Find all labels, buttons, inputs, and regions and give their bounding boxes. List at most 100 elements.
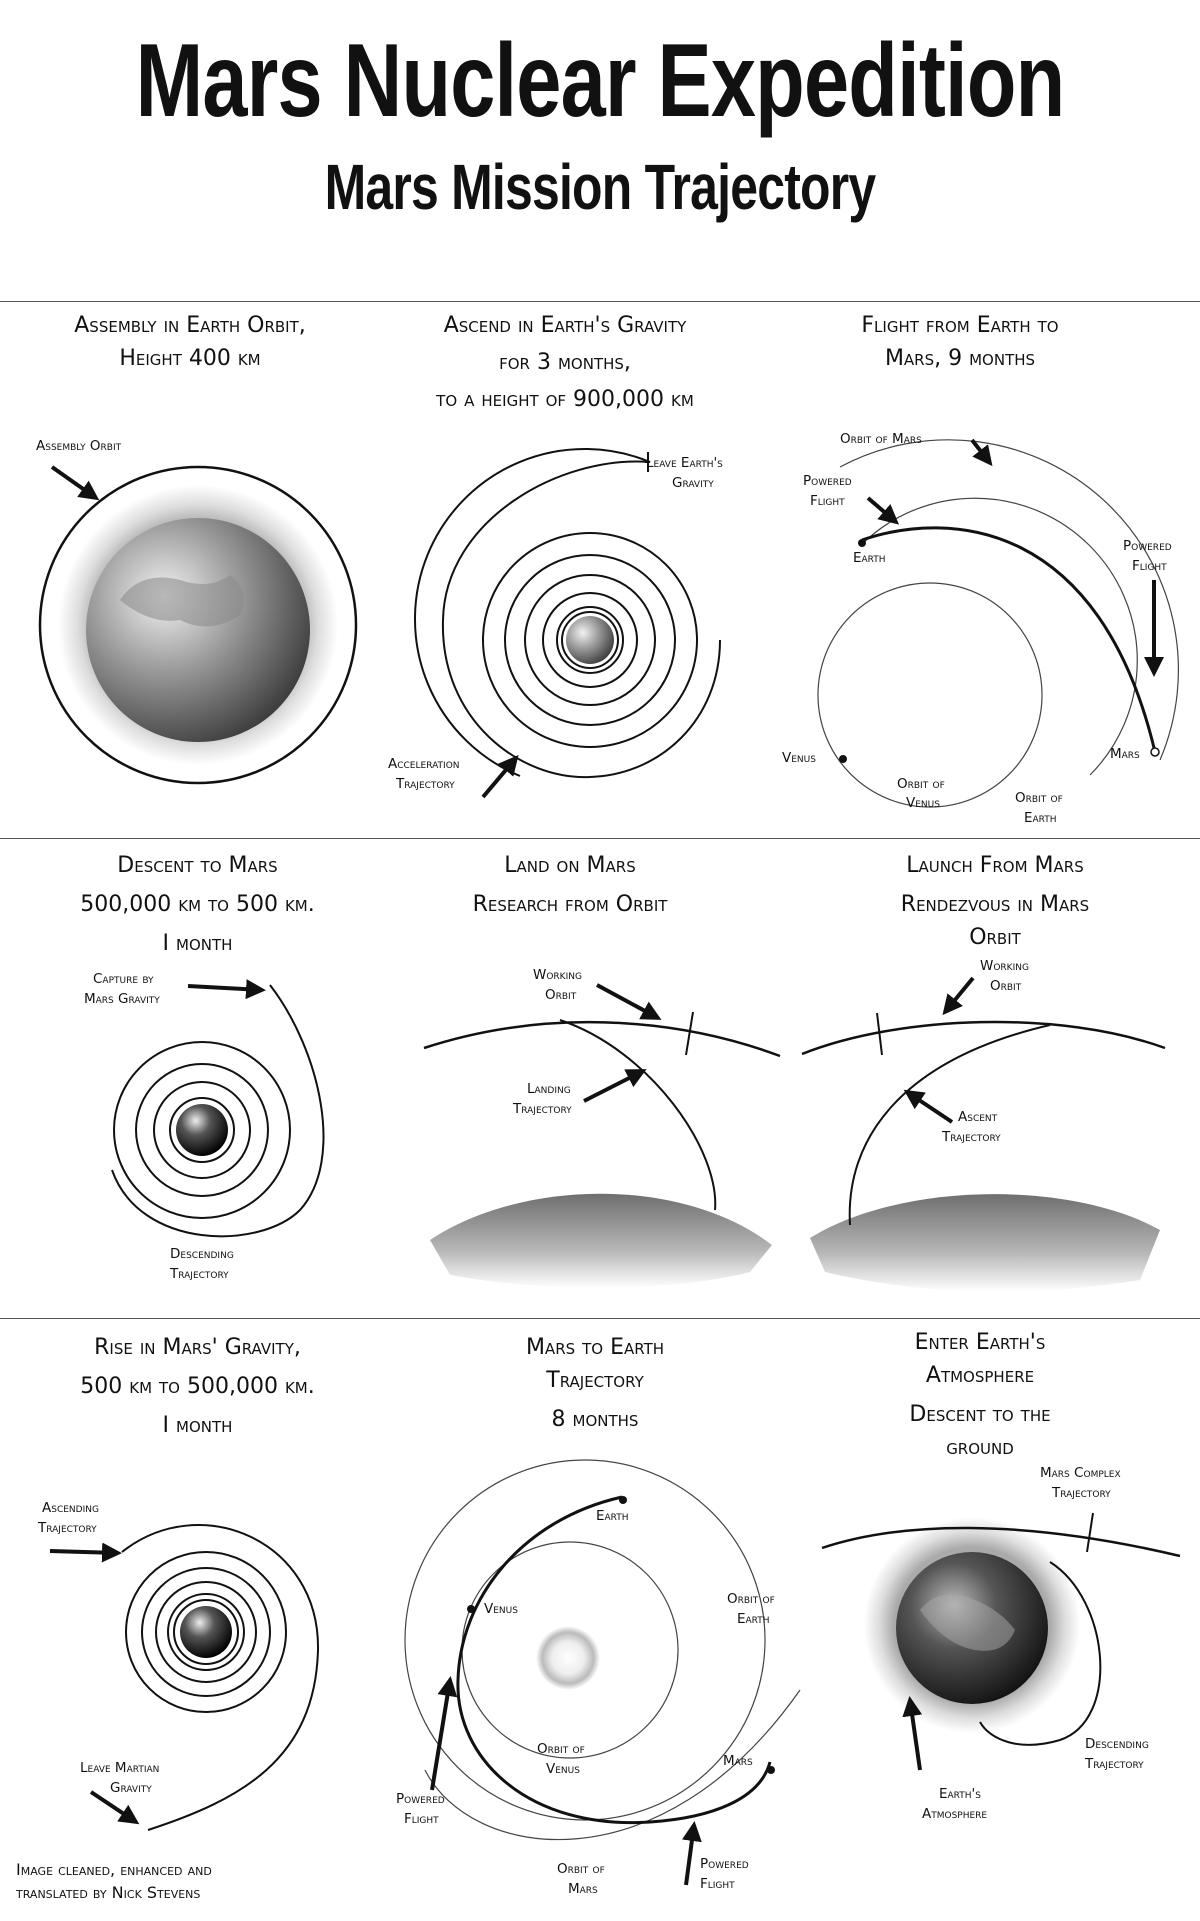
label-powered-r1: Powered [700,1856,749,1872]
label-asc-2: Trajectory [37,1520,97,1536]
label-powered-2: Flight [404,1811,439,1827]
label-leave-1: Leave Earth's [646,455,723,471]
panel-6-art: Working Orbit Ascent Trajectory [801,958,1166,1292]
orbit-tick [876,1012,883,1056]
label-orbit-mars: Orbit of Mars [840,431,922,447]
mars-ball [176,1104,228,1156]
spiral-ring [113,1041,291,1219]
label-orbit-venus-2: Venus [906,795,940,811]
venus-dot [467,1605,475,1613]
arrow-powered-flight [866,496,900,525]
mars-surface [810,1194,1160,1292]
spiral-ring [135,1063,269,1197]
assembly-orbit [38,465,358,785]
continent [920,1594,1015,1651]
earth-dot [619,1496,627,1504]
descending-trajectory [979,1561,1102,1746]
arrow-powered-left [430,1676,458,1791]
working-orbit [801,1020,1166,1056]
label-mars: Mars [723,1753,753,1769]
label-orbit-venus-1: Orbit of [537,1741,585,1757]
panel-2-art: Leave Earth's Gravity Acceleration Traje… [388,448,723,799]
spiral-ring [155,1581,257,1683]
venus-dot [839,755,847,763]
spiral-ring [561,611,619,669]
label-powered-r2: Flight [1132,558,1167,574]
spiral-ring [542,592,638,688]
label-powered-2: Flight [810,493,845,509]
orbit-tick [685,1011,694,1056]
arrow-atmosphere [902,1696,923,1771]
spiral-ring [141,1567,271,1697]
label-venus: Venus [484,1601,518,1617]
label-work-1: Working [533,967,582,983]
label-asc-1: Ascending [42,1500,99,1516]
sub-title: Mars Mission Trajectory [324,151,877,223]
arrow-working [942,976,975,1016]
orbit-mars [839,439,1179,761]
panel-8-art: Earth Venus Orbit of Earth Orbit of Venu… [396,1459,801,1897]
spiral-ring [153,1081,251,1179]
sun [536,1626,600,1690]
label-leave-2: Gravity [110,1780,152,1796]
outer-spiral [441,460,721,779]
label-atm-2: Atmosphere [922,1806,987,1822]
arrow-assembly-orbit [50,465,100,501]
label-accel-1: Acceleration [388,756,460,772]
label-earth: Earth [853,550,886,566]
label-orbit-venus-1: Orbit of [897,776,945,792]
label-accel-2: Trajectory [395,776,455,792]
mars-ball [180,1606,232,1658]
ascent-trajectory [848,1024,1051,1226]
descending-trajectory [111,984,325,1238]
label-desc-2: Trajectory [1084,1756,1144,1772]
label-capture-1: Capture by [93,971,154,987]
row-divider-3 [0,1318,1200,1319]
panel-9-art: Mars Complex Trajectory Descending Traje… [821,1465,1181,1822]
earth-dot [858,539,866,547]
label-powered-r2: Flight [700,1876,735,1892]
label-work-1: Working [980,958,1029,974]
mars-dot [767,1766,775,1774]
panel-5-art: Working Orbit Landing Trajectory [423,967,781,1288]
label-desc-2: Trajectory [169,1266,229,1282]
label-orbit-earth-1: Orbit of [727,1591,775,1607]
panel-7-heading: Rise in Mars' Gravity,500 km to 500,000 … [80,1335,315,1438]
label-leave-2: Gravity [672,475,714,491]
continent [120,575,244,627]
arrow-ascending [49,1542,122,1563]
spiral-ring [169,1097,235,1163]
landing-trajectory [559,1019,717,1211]
trajectory-tick [1086,1512,1094,1553]
working-orbit [423,1020,781,1058]
label-asc-2: Trajectory [941,1129,1001,1145]
arrow-landing [583,1069,647,1103]
panel-3-art: Orbit of Mars Powered Flight Earth Power… [782,431,1179,826]
label-desc-1: Descending [170,1246,234,1262]
label-land-2: Trajectory [512,1101,572,1117]
label-work-2: Orbit [545,987,577,1003]
label-leave-1: Leave Martian [80,1760,159,1776]
label-asc-1: Ascent [958,1109,998,1125]
arrow-leave [89,1790,140,1825]
mars-dot [1150,747,1160,757]
label-complex-1: Mars Complex [1040,1465,1121,1481]
panel-7-art: Ascending Trajectory Leave Martian Gravi… [37,1500,320,1831]
ascending-trajectory [121,1524,320,1831]
arrow-powered-right [681,1821,702,1886]
arrow-working [596,983,662,1020]
label-work-2: Orbit [990,978,1022,994]
main-title: Mars Nuclear Expedition [135,23,1066,139]
label-orbit-mars-2: Mars [568,1881,598,1897]
label-powered-r1: Powered [1123,538,1172,554]
label-orbit-earth-2: Earth [1024,810,1057,826]
mars-surface [430,1193,772,1288]
orbit-mars [424,1689,801,1841]
spiral-ring [167,1593,245,1671]
